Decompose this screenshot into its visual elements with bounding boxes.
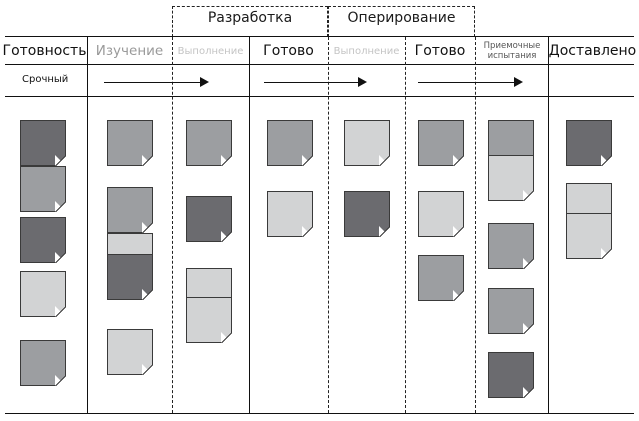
task-card-mid[interactable]	[107, 120, 153, 166]
column-divider	[249, 37, 250, 413]
flow-arrow-line	[264, 82, 360, 83]
task-card-light[interactable]	[186, 297, 232, 343]
task-card-light[interactable]	[267, 191, 313, 237]
page-fold-edge	[55, 252, 66, 263]
task-card-light[interactable]	[20, 271, 66, 317]
task-card-light[interactable]	[418, 191, 464, 237]
task-card-mid[interactable]	[418, 255, 464, 301]
page-fold-edge	[453, 155, 464, 166]
column-header-dev-done: Готово	[263, 43, 314, 59]
page-fold-edge	[453, 290, 464, 301]
group-label-development: Разработка	[207, 10, 293, 26]
task-card-mid[interactable]	[20, 166, 66, 212]
column-header-study: Изучение	[95, 43, 164, 59]
flow-arrow-head-icon	[514, 77, 523, 87]
column-divider-dashed	[172, 37, 173, 413]
page-fold-edge	[142, 289, 153, 300]
task-card-mid[interactable]	[20, 340, 66, 386]
page-fold-edge	[453, 226, 464, 237]
page-fold-edge	[523, 387, 534, 398]
page-fold-edge	[221, 332, 232, 343]
page-fold-edge	[55, 375, 66, 386]
task-card-mid[interactable]	[186, 120, 232, 166]
page-fold-edge	[523, 190, 534, 201]
page-fold-edge	[142, 364, 153, 375]
page-fold-edge	[379, 226, 390, 237]
group-bracket-development	[172, 6, 328, 37]
column-header-acceptance: Приемочные испытания	[483, 41, 541, 61]
task-card-dark[interactable]	[344, 191, 390, 237]
page-fold-edge	[601, 155, 612, 166]
page-fold-edge	[55, 306, 66, 317]
column-header-ops-done: Готово	[414, 43, 466, 59]
column-divider-dashed	[405, 37, 406, 413]
column-divider-dashed	[328, 37, 329, 413]
flow-arrow-head-icon	[358, 77, 367, 87]
column-header-ops-doing: Выполнение	[333, 45, 400, 57]
header-bottom-rule	[5, 64, 634, 65]
task-card-dark[interactable]	[488, 352, 534, 398]
flow-arrow-line	[104, 82, 202, 83]
board-bottom-rule	[5, 413, 634, 414]
task-card-light[interactable]	[488, 155, 534, 201]
task-card-mid[interactable]	[488, 288, 534, 334]
page-fold-edge	[302, 226, 313, 237]
page-fold-edge	[221, 155, 232, 166]
column-header-readiness: Готовность	[2, 43, 87, 59]
task-card-light[interactable]	[566, 213, 612, 259]
task-card-dark[interactable]	[107, 254, 153, 300]
lane-bottom-rule	[5, 96, 634, 97]
flow-arrow-head-icon	[200, 77, 209, 87]
page-fold-edge	[523, 323, 534, 334]
column-divider-dashed	[475, 37, 476, 413]
page-fold-edge	[142, 222, 153, 233]
task-card-dark[interactable]	[566, 120, 612, 166]
page-fold-edge	[55, 155, 66, 166]
page-fold-edge	[142, 155, 153, 166]
column-header-dev-doing: Выполнение	[177, 45, 244, 57]
header-top-rule	[5, 36, 634, 37]
lane-label-urgent: Срочный	[22, 74, 69, 85]
task-card-light[interactable]	[344, 120, 390, 166]
task-card-mid[interactable]	[488, 223, 534, 269]
page-fold-edge	[379, 155, 390, 166]
flow-arrow-line	[418, 82, 516, 83]
task-card-dark[interactable]	[20, 217, 66, 263]
task-card-mid[interactable]	[267, 120, 313, 166]
group-bracket-operations	[328, 6, 475, 37]
page-fold-edge	[302, 155, 313, 166]
task-card-mid[interactable]	[107, 187, 153, 233]
column-divider	[548, 37, 549, 413]
page-fold-edge	[523, 258, 534, 269]
task-card-dark[interactable]	[20, 120, 66, 166]
page-fold-edge	[55, 201, 66, 212]
task-card-light[interactable]	[107, 329, 153, 375]
column-header-delivered: Доставлено	[548, 43, 637, 59]
page-fold-edge	[601, 248, 612, 259]
group-label-operations: Оперирование	[347, 10, 456, 26]
task-card-dark[interactable]	[186, 196, 232, 242]
page-fold-edge	[221, 231, 232, 242]
column-divider	[87, 37, 88, 413]
task-card-mid[interactable]	[418, 120, 464, 166]
